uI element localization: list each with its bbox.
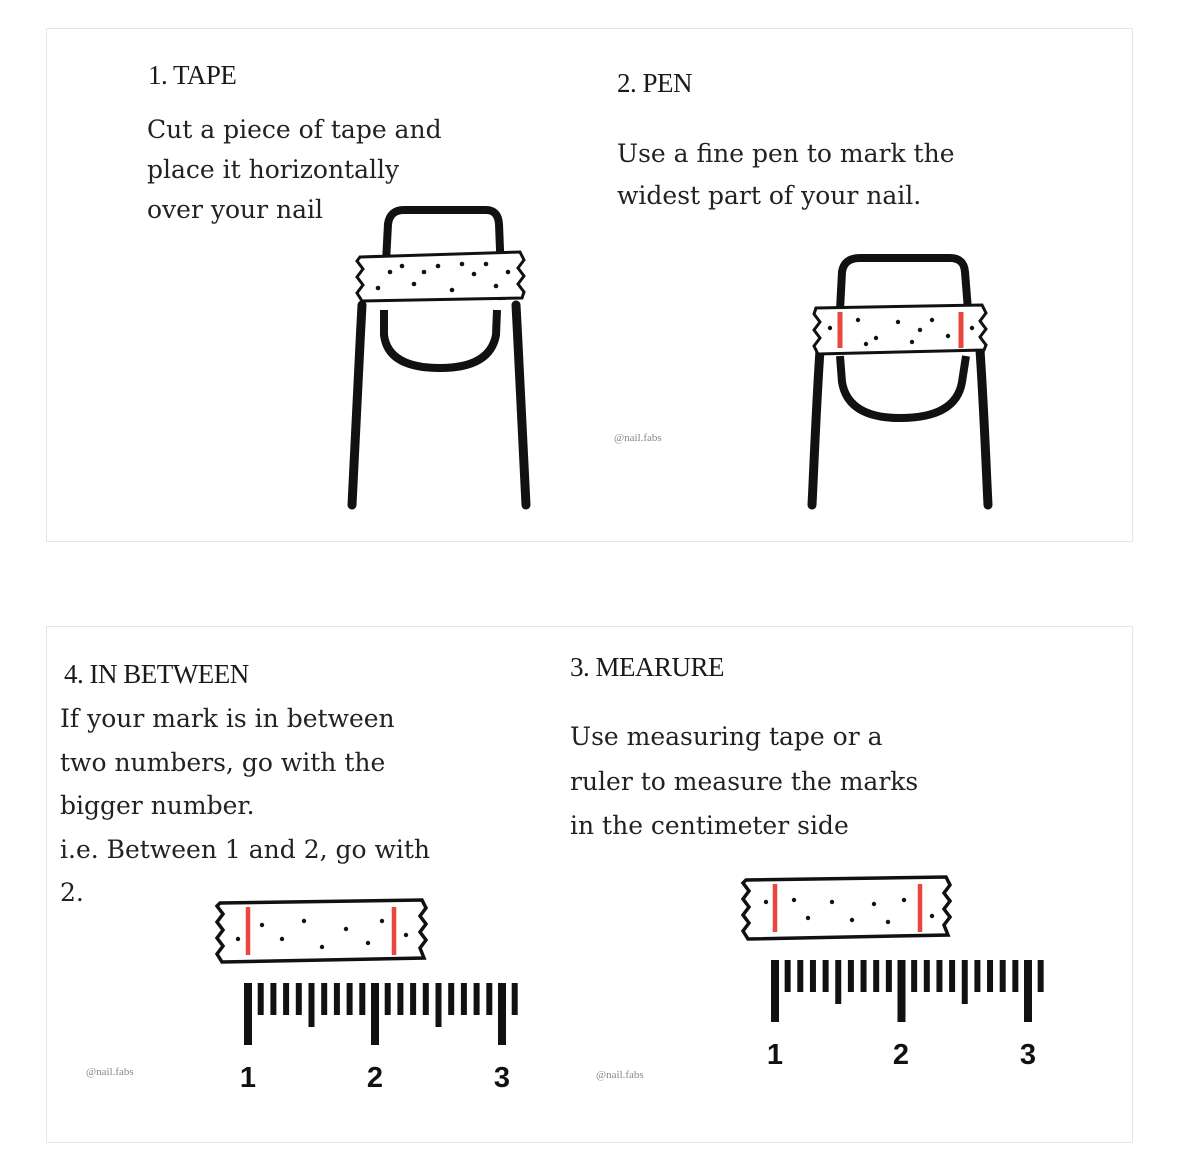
step-in-between-text: If your mark is in between two numbers, … [60,697,430,915]
tape-ruler-illustration-right: 1 2 3 [740,875,1044,1071]
step-measure-line: ruler to measure the marks [570,766,919,796]
step-in-between-heading: 4. IN BETWEEN [64,659,249,689]
step-measure-text: Use measuring tape or a ruler to measure… [570,715,918,849]
step-in-between-line: two numbers, go with the [60,747,386,777]
tape-strip-marked [812,303,988,356]
step-tape-line: over your nail [147,195,324,224]
step-measure-line: in the centimeter side [570,811,849,840]
finger-pen-illustration [807,254,993,510]
step-in-between-line: i.e. Between 1 and 2, go with [60,834,431,864]
ruler-number: 2 [893,1039,909,1071]
step-pen-heading: 2. PEN [617,68,693,98]
ruler-left-ticks [244,983,518,1045]
step-in-between-line: If your mark is in between [60,704,395,733]
step-tape-heading: 1. TAPE [148,60,237,90]
step-tape-line: place it horizontally [147,155,400,184]
ruler-number: 1 [767,1039,783,1071]
ruler-number: 2 [367,1062,383,1094]
tape-ruler-illustration-left: 1 2 3 [214,898,518,1094]
step-tape-line: Cut a piece of tape and [147,115,442,144]
step-pen-line: Use a fine pen to mark the [617,139,955,168]
step-measure-line: Use measuring tape or a [570,722,883,751]
step-measure-heading: 3. MEARURE [570,652,725,682]
steps-card-bottom [46,626,1133,1143]
credit-watermark: @nail.fabs [596,1069,644,1081]
credit-watermark: @nail.fabs [614,432,662,444]
step-pen-line: widest part of your nail. [617,181,922,210]
credit-watermark: @nail.fabs [86,1066,134,1078]
ruler-number: 3 [494,1062,510,1094]
tape-strip [355,250,526,303]
finger-tape-illustration [347,206,531,510]
ruler-number: 1 [240,1062,256,1094]
step-in-between-line: 2. [60,878,84,907]
ruler-right-ticks [771,960,1044,1022]
ruler-number: 3 [1020,1039,1036,1071]
steps-card-top [46,28,1133,542]
step-in-between-line: bigger number. [60,791,255,820]
step-pen-text: Use a fine pen to mark the widest part o… [617,133,955,217]
step-tape-text: Cut a piece of tape and place it horizon… [147,110,442,230]
